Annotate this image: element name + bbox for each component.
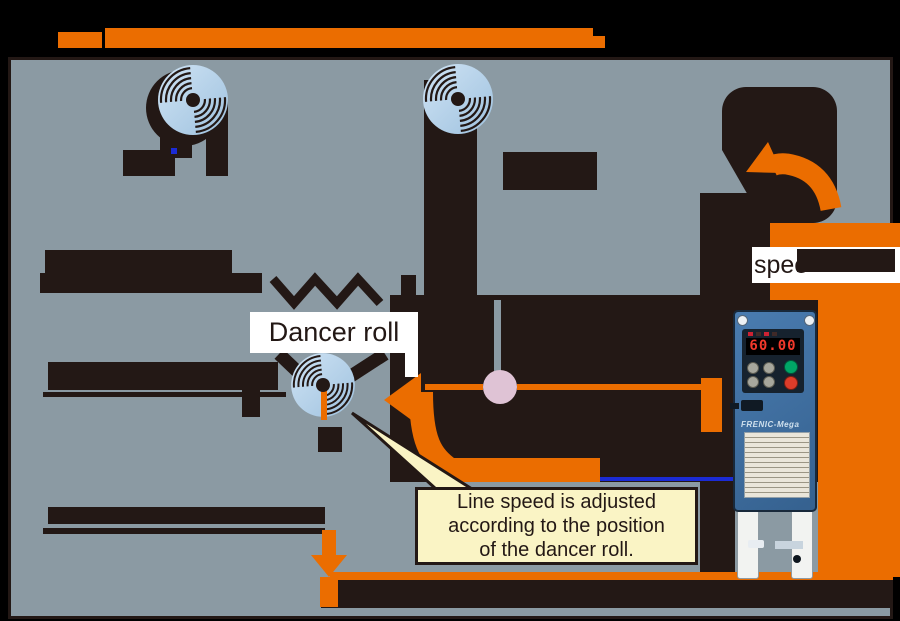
dancer-left-post xyxy=(242,387,260,417)
web-zigzag xyxy=(269,272,384,310)
down-arrow-shaft xyxy=(322,530,336,557)
down-arrow-head xyxy=(311,555,347,577)
blue-mark xyxy=(171,148,177,154)
dancer-lower-web xyxy=(318,427,342,452)
label-blob-winder xyxy=(503,152,597,190)
label-blob-bottom xyxy=(48,507,325,524)
pivot-circle xyxy=(483,370,517,404)
inverter-unit: 60.00 FRENIC-Mega xyxy=(730,310,817,563)
dark-band-bottom xyxy=(321,580,893,608)
signal-line-blue xyxy=(600,477,733,481)
dancer-stem xyxy=(321,388,327,420)
bolt-icon xyxy=(793,555,801,563)
orange-strip-bottom xyxy=(330,572,893,580)
label-blob-position xyxy=(48,362,278,390)
label-underline-bottom xyxy=(43,528,325,534)
pivot-line-left xyxy=(425,384,483,390)
label-blob-line2 xyxy=(40,273,262,293)
pendulum-rod xyxy=(494,300,501,372)
title-highlight-bar xyxy=(105,28,593,48)
callout-line-3: of the dancer roll. xyxy=(479,539,634,561)
inverter-connector-stub xyxy=(730,403,739,409)
dancer-roll-label-text: Dancer roll xyxy=(268,317,400,347)
dancer-hub xyxy=(316,378,330,392)
label-underline-position xyxy=(43,392,286,397)
speed-up-arrow-head xyxy=(746,142,782,173)
inverter-connector xyxy=(741,400,763,411)
dancer-roll-label: Dancer roll xyxy=(250,312,418,353)
led-indicator xyxy=(764,332,769,336)
led-indicator xyxy=(748,332,753,336)
label-blob-line1 xyxy=(45,250,232,273)
keypad-down-button[interactable] xyxy=(763,376,775,388)
speed-banner-blob xyxy=(797,249,895,272)
screw-icon xyxy=(804,315,815,326)
fuji-logo xyxy=(748,540,764,548)
callout-line-1: Line speed is adjusted xyxy=(456,491,657,513)
dark-strip-inverter-left xyxy=(700,420,735,580)
stop-button[interactable] xyxy=(784,376,798,390)
inverter-display: 60.00 xyxy=(746,338,800,355)
web-arm-right xyxy=(347,348,389,382)
led-indicator xyxy=(756,332,761,336)
pivot-line-right xyxy=(517,384,701,390)
keypad-button[interactable] xyxy=(747,376,759,388)
callout-line-2: according to the position xyxy=(448,515,665,537)
title-bullet xyxy=(58,32,102,48)
callout-box: Line speed is adjusted according to the … xyxy=(415,487,698,565)
title-bar-end xyxy=(593,36,605,48)
led-indicator xyxy=(772,332,777,336)
screw-icon xyxy=(737,315,748,326)
inverter-input-block xyxy=(701,378,722,432)
orange-block-right xyxy=(818,283,900,577)
rating-plate xyxy=(775,541,803,549)
speed-banner-top-bar xyxy=(770,223,900,247)
run-button[interactable] xyxy=(784,360,798,374)
inverter-keypad: 60.00 xyxy=(742,329,804,393)
keypad-up-button[interactable] xyxy=(763,362,775,374)
dancer-label-plate xyxy=(250,312,418,353)
speed-banner-bottom-bar xyxy=(770,283,818,300)
dancer-label-tab xyxy=(405,312,418,377)
unwind-roll-icon xyxy=(156,63,230,137)
winder-roll-icon xyxy=(421,62,495,136)
warning-label xyxy=(744,432,810,498)
feedback-arrow-body xyxy=(409,391,600,482)
inverter-brand: FRENIC-Mega xyxy=(741,420,800,429)
keypad-button[interactable] xyxy=(747,362,759,374)
feedback-arrow-head xyxy=(384,373,421,427)
orange-stub-bottom xyxy=(320,577,338,607)
label-blob-unwind xyxy=(123,150,175,176)
